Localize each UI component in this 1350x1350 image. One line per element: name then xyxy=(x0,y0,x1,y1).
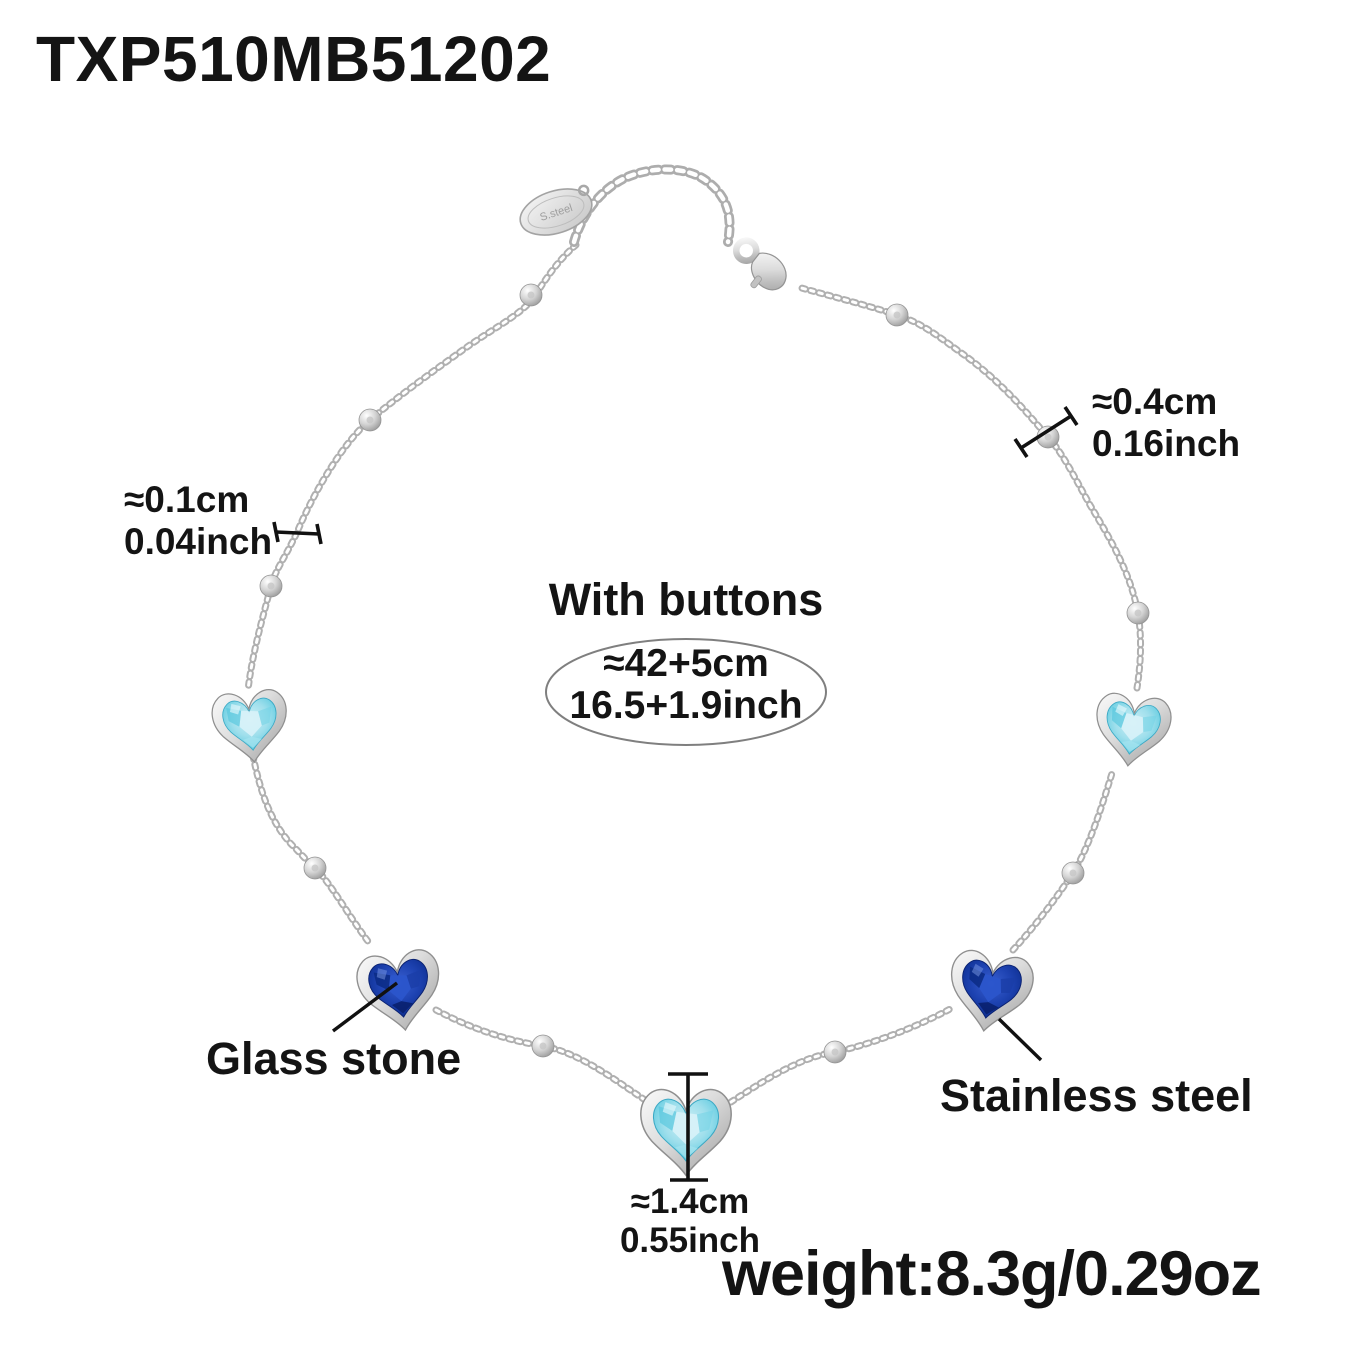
chain-thickness-annotation: ≈0.1cm 0.04inch xyxy=(124,479,272,563)
product-weight: weight:8.3g/0.29oz xyxy=(722,1239,1262,1309)
pendant-height-imperial: 0.55inch xyxy=(619,1221,761,1261)
heart-pendant-light-bottom xyxy=(641,1090,731,1176)
stainless-steel-callout-line xyxy=(997,1017,1043,1062)
product-sku: TXP510MB51202 xyxy=(36,23,552,95)
metal-material-label: Stainless steel xyxy=(940,1070,1253,1121)
glass-stone-callout-line xyxy=(331,981,399,1033)
pendant-height-tick xyxy=(668,1072,708,1182)
pendant-height-metric: ≈1.4cm xyxy=(630,1182,750,1221)
bead xyxy=(1126,601,1150,625)
chain-segment-right-lower xyxy=(1009,766,1117,954)
bead-diameter-metric: ≈0.4cm xyxy=(1092,381,1218,422)
bead xyxy=(259,574,283,598)
chain-length-imperial: 16.5+1.9inch xyxy=(569,684,803,728)
extension-chain xyxy=(569,164,735,247)
bead xyxy=(303,856,327,880)
chain-thickness-metric: ≈0.1cm xyxy=(124,479,250,520)
chain-segment-left-lower xyxy=(249,752,374,948)
chain-thickness-imperial: 0.04inch xyxy=(124,521,273,563)
bead-diameter-imperial: 0.16inch xyxy=(1092,423,1241,465)
bead xyxy=(1061,861,1085,885)
length-ellipse xyxy=(545,638,827,746)
pendant-height-annotation: ≈1.4cm 0.55inch xyxy=(560,1182,820,1260)
chain-thickness-tick xyxy=(272,521,323,545)
bead-diameter-tick xyxy=(1013,406,1079,458)
chain-length-metric: ≈42+5cm xyxy=(603,642,769,685)
bead-diameter-annotation: ≈0.4cm 0.16inch xyxy=(1092,381,1240,465)
bead xyxy=(823,1040,847,1064)
lobster-clasp-icon xyxy=(732,237,787,291)
bead xyxy=(885,303,909,327)
bead xyxy=(519,283,543,307)
heart-pendant-light-right xyxy=(1091,691,1173,770)
bead xyxy=(531,1034,555,1058)
chain-segment-right-upper xyxy=(794,283,1145,692)
length-heading: With buttons xyxy=(548,574,824,625)
bead xyxy=(358,408,382,432)
brand-tag: S.steel xyxy=(519,184,593,236)
stone-material-label: Glass stone xyxy=(206,1033,462,1084)
heart-pendant-dark-left xyxy=(354,947,446,1035)
heart-pendant-dark-right xyxy=(943,948,1036,1038)
heart-pendant-light-left xyxy=(210,688,291,766)
chain-length-annotation: ≈42+5cm 16.5+1.9inch xyxy=(505,642,867,728)
